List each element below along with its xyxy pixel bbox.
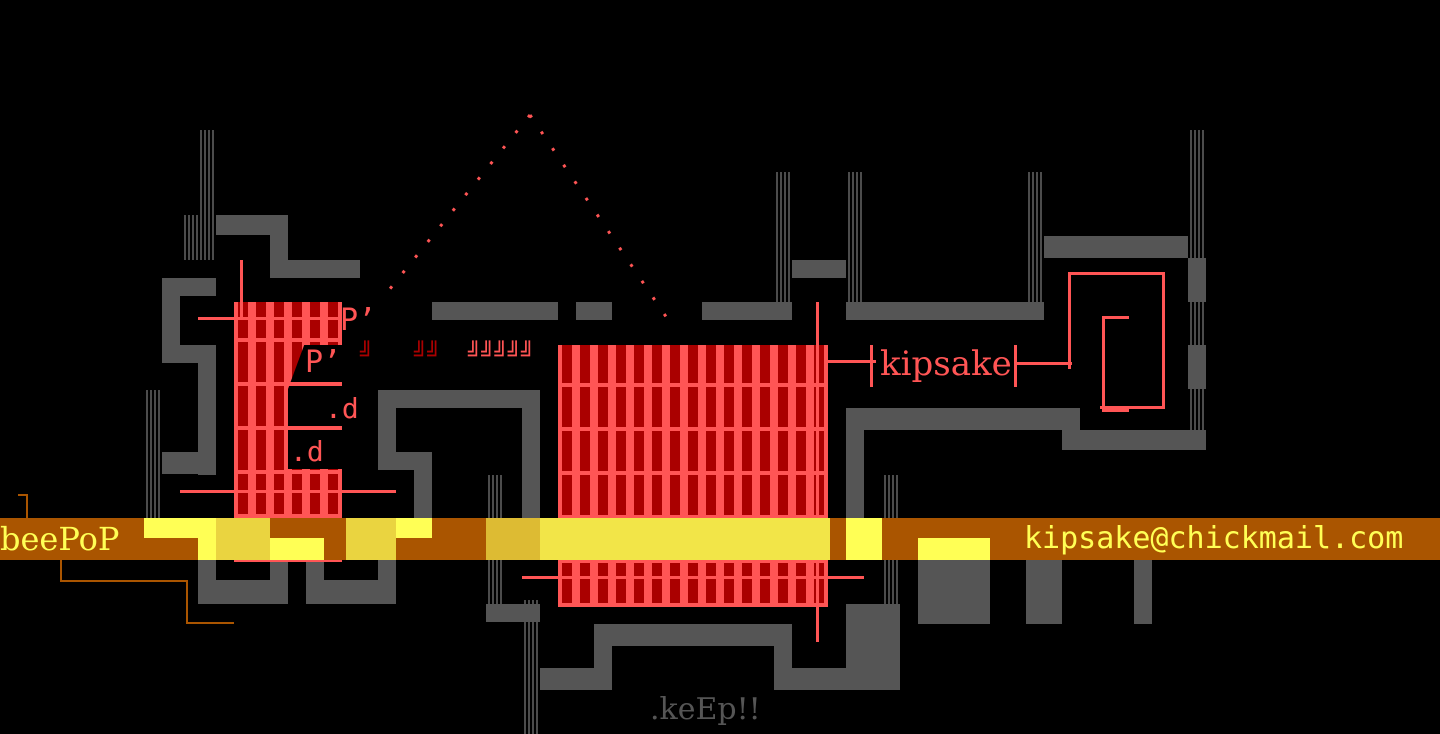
kipsake-tag: kipsake [880,344,1012,384]
wall-gap [216,560,270,580]
wall [1062,430,1206,450]
letter-p: P’ [340,303,377,338]
wall-gap [324,560,378,580]
wall [846,408,1080,430]
wall [846,302,1044,320]
dither-pillar [146,390,160,520]
orange-line [26,494,28,518]
wall [414,452,432,522]
wall [918,560,990,624]
yellow-block [540,518,830,560]
orange-line [186,580,188,624]
letter-d: .d [325,392,359,425]
email-tag: kipsake@chickmail.com [1024,521,1404,556]
keep-footer: .keEp!! [650,692,761,727]
wall [1188,345,1206,389]
wall [576,302,612,320]
wall [594,624,612,690]
dotted-triangle [380,110,680,331]
red-line [198,317,338,320]
wall [702,302,792,320]
letter-p: P’ [305,345,342,380]
wall [846,604,900,690]
wall [594,624,792,646]
red-line [828,360,876,363]
beepop-tag: beePoP [0,520,120,558]
red-spiral [1100,272,1165,409]
wall [378,390,540,408]
dither-pillar [200,130,214,260]
red-line [522,576,864,579]
yellow-block [216,518,270,560]
red-line [870,345,873,387]
wall [846,408,864,523]
yellow-block [270,538,324,560]
wall [1188,258,1206,302]
wall [432,302,558,320]
dither-pillar [776,172,790,302]
wall [378,390,396,470]
orange-line [186,622,234,624]
yellow-block [346,518,396,560]
dither-pillar [1028,172,1042,302]
yellow-block [396,518,432,538]
wall [1134,560,1152,624]
orange-line [60,580,188,582]
tick-marks: ╝╝ [414,342,441,367]
wall [1026,560,1062,624]
wall [792,260,846,278]
dither-pillar [848,172,862,302]
red-spiral [1068,272,1165,369]
red-line [1014,345,1017,387]
tick-marks: ╝╝╝╝╝ [468,342,535,367]
red-line [180,490,396,493]
grid-lines [558,345,828,607]
tick-marks: ╝ [360,342,374,367]
dither-pillar [184,215,198,260]
yellow-block [198,518,216,560]
yellow-block [846,518,882,560]
wall [774,668,864,690]
dither-pillar [524,600,538,734]
wall [162,452,216,474]
wall [486,604,540,622]
wall [1044,236,1188,258]
wall [162,278,180,363]
red-line [816,302,819,642]
letter-d: .d [290,435,324,468]
wall [198,345,216,475]
orange-line [18,494,28,496]
yellow-block [486,518,540,560]
wall [522,390,540,520]
yellow-block [918,538,990,560]
yellow-block [144,518,198,538]
red-line [240,260,243,320]
orange-line [60,560,62,582]
red-spiral [1102,316,1129,412]
red-line [1016,362,1072,365]
wall [270,260,360,278]
